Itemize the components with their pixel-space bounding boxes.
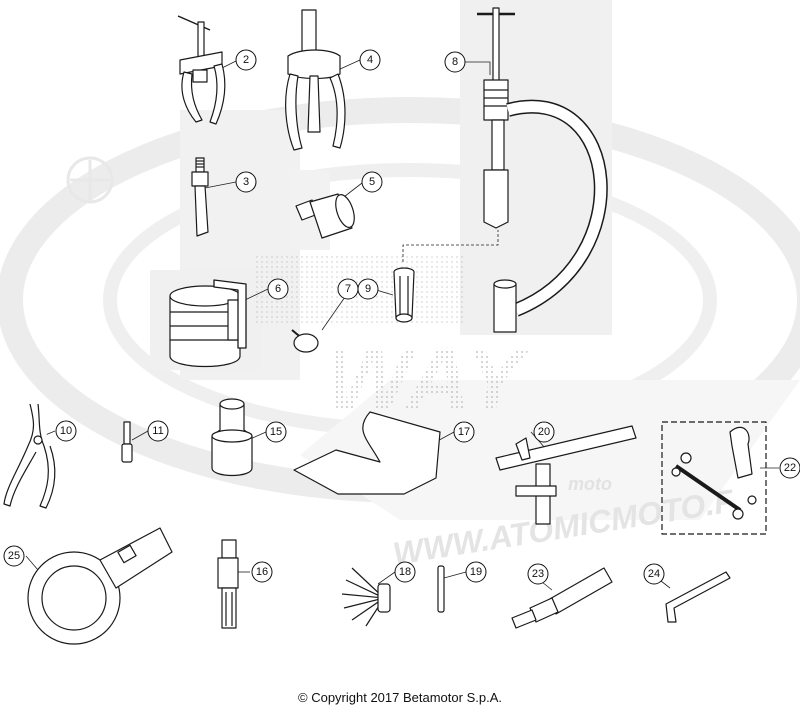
callout-circle (394, 561, 416, 583)
tool-adapter-cage (393, 267, 415, 323)
watermark-big-letters: WAY (326, 330, 531, 430)
callout-circle (235, 171, 257, 193)
tool-bracket-lever (495, 425, 637, 525)
tool-socket-adapter (295, 193, 355, 239)
callout-2: 2 (235, 49, 257, 71)
callout-circle (465, 561, 487, 583)
callout-circle (265, 421, 287, 443)
callout-number: 3 (243, 176, 249, 188)
callout-number: 9 (365, 283, 371, 295)
callout-number: 24 (648, 568, 660, 580)
tool-deep-socket (211, 398, 253, 477)
callout-circle (444, 51, 466, 73)
callout-circle (357, 278, 379, 300)
tool-holding-plate (293, 411, 441, 495)
tool-circlip-pliers (3, 403, 56, 509)
callout-number: 5 (369, 176, 375, 188)
tool-knob (291, 329, 319, 353)
callout-20: 20 (533, 421, 555, 443)
tool-bearing-drift (511, 567, 613, 629)
callout-17: 17 (453, 421, 475, 443)
callout-number: 4 (367, 54, 373, 66)
tool-ring-compressor (169, 279, 247, 368)
callout-4: 4 (359, 49, 381, 71)
callout-19: 19 (465, 561, 487, 583)
callout-circle (643, 563, 665, 585)
callout-circle (3, 545, 25, 567)
callout-23: 23 (527, 563, 549, 585)
callout-5: 5 (361, 171, 383, 193)
callout-24: 24 (643, 563, 665, 585)
tool-hex-key (665, 571, 731, 623)
tool-threaded-adapter (191, 157, 209, 237)
callout-number: 7 (345, 283, 351, 295)
callout-7: 7 (337, 278, 359, 300)
callout-circle (361, 171, 383, 193)
callout-number: 6 (275, 283, 281, 295)
tool-rod (437, 565, 445, 613)
callout-9: 9 (357, 278, 379, 300)
tool-valve-spring-compressor (477, 7, 608, 333)
tool-feeler-gauge (341, 567, 391, 627)
callout-circle (251, 561, 273, 583)
callout-11: 11 (147, 420, 169, 442)
callout-circle (235, 49, 257, 71)
callout-18: 18 (394, 561, 416, 583)
callout-16: 16 (251, 561, 273, 583)
callout-number: 10 (60, 425, 72, 437)
tool-splined-shaft (217, 539, 239, 629)
callout-number: 22 (784, 462, 796, 474)
tool-two-jaw-puller (177, 15, 226, 125)
callout-circle (779, 457, 800, 479)
callout-number: 17 (458, 426, 470, 438)
callout-circle (147, 420, 169, 442)
callout-number: 8 (452, 56, 458, 68)
callout-number: 16 (256, 566, 268, 578)
callout-25: 25 (3, 545, 25, 567)
callout-number: 19 (470, 566, 482, 578)
callout-number: 15 (270, 426, 282, 438)
callout-number: 18 (399, 566, 411, 578)
callout-circle (359, 49, 381, 71)
tool-three-jaw-puller (285, 9, 346, 151)
callout-circle (267, 278, 289, 300)
copyright-text: © Copyright 2017 Betamotor S.p.A. (298, 690, 502, 705)
watermark-logo-text: moto (568, 474, 612, 494)
callout-circle (533, 421, 555, 443)
callout-3: 3 (235, 171, 257, 193)
callout-circle (55, 420, 77, 442)
callout-15: 15 (265, 421, 287, 443)
callout-number: 2 (243, 54, 249, 66)
callout-circle (527, 563, 549, 585)
callout-8: 8 (444, 51, 466, 73)
callout-number: 11 (152, 425, 163, 437)
callout-22: 22 (779, 457, 800, 479)
callout-circle (453, 421, 475, 443)
callout-number: 25 (8, 550, 20, 562)
tool-pin (121, 421, 133, 463)
callout-number: 23 (532, 568, 544, 580)
tool-bolt-kit (661, 421, 767, 535)
tool-flywheel-holder (27, 527, 173, 645)
callout-6: 6 (267, 278, 289, 300)
callout-10: 10 (55, 420, 77, 442)
callout-number: 20 (538, 426, 550, 438)
